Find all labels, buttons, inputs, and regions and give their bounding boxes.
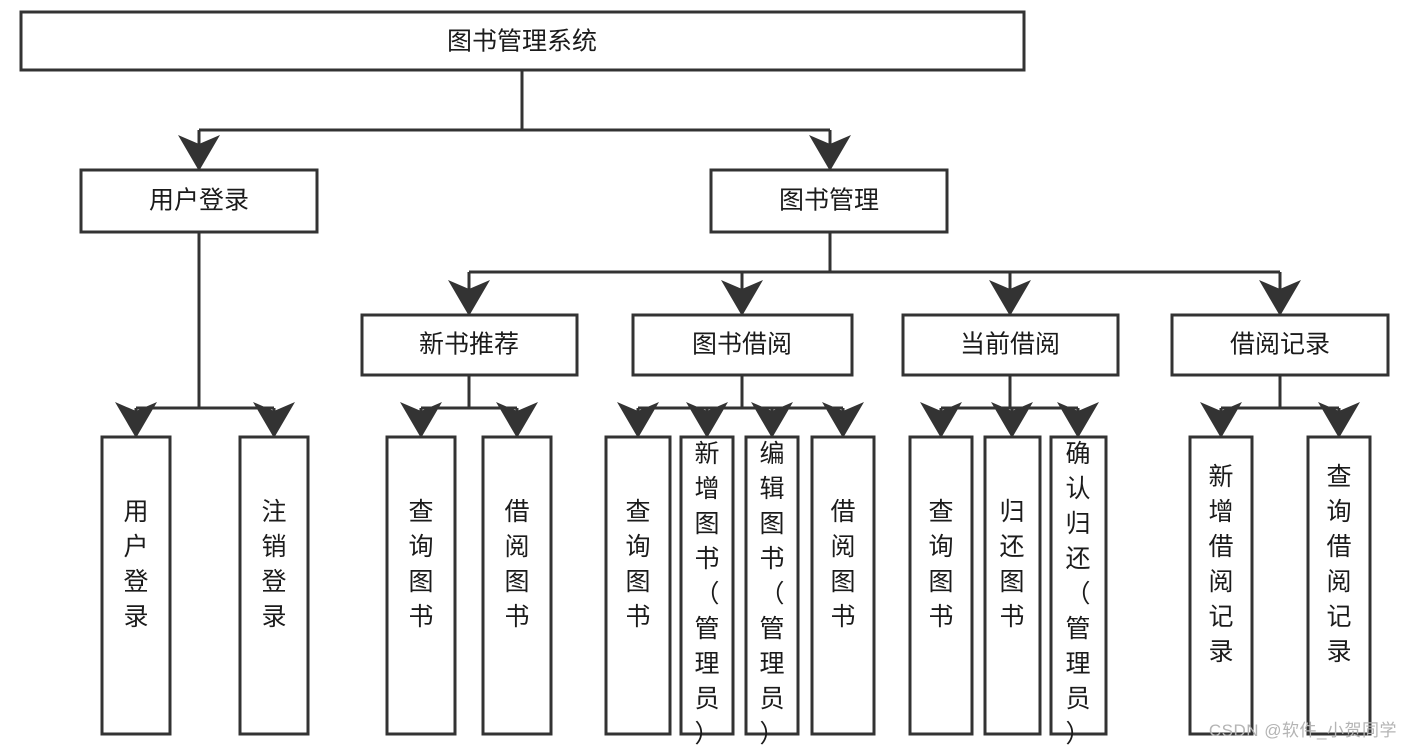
node-root-label: 图书管理系统 bbox=[447, 28, 597, 56]
leaf-return-book-box[interactable] bbox=[983, 435, 1042, 736]
leaf-query-book-recommend[interactable]: 查询图书 bbox=[385, 435, 457, 736]
leaf-query-book-borrow-label: 查询图书 bbox=[625, 498, 650, 631]
node-current-borrow-box[interactable] bbox=[901, 313, 1120, 377]
edges-current-borrow-to-leaves bbox=[920, 375, 1099, 438]
node-borrow-record[interactable]: 借阅记录 bbox=[1170, 313, 1390, 377]
leaf-edit-book-admin-box[interactable] bbox=[744, 435, 800, 736]
node-user-login-box[interactable] bbox=[79, 168, 319, 234]
leaf-add-book-admin-box[interactable] bbox=[679, 435, 735, 736]
leaf-borrow-book-borrow[interactable]: 借阅图书 bbox=[810, 435, 876, 736]
leaf-return-book-label: 归还图书 bbox=[999, 498, 1024, 631]
node-borrow-record-box[interactable] bbox=[1170, 313, 1390, 377]
leaf-query-book-recommend-label: 查询图书 bbox=[408, 498, 433, 631]
leaf-edit-book-admin[interactable]: 编辑图书（管理员） bbox=[744, 435, 800, 747]
node-root-box[interactable] bbox=[19, 10, 1026, 72]
leaf-query-borrow-record-box[interactable] bbox=[1306, 435, 1372, 736]
leaf-query-book-current-label: 查询图书 bbox=[928, 498, 953, 631]
leaf-borrow-book-borrow-label: 借阅图书 bbox=[830, 498, 855, 631]
leaf-confirm-return-admin-label: 确认归还（管理员） bbox=[1065, 440, 1090, 747]
node-current-borrow[interactable]: 当前借阅 bbox=[901, 313, 1120, 377]
leaf-confirm-return-admin[interactable]: 确认归还（管理员） bbox=[1049, 435, 1108, 747]
leaf-borrow-book-recommend-label: 借阅图书 bbox=[504, 498, 529, 631]
node-book-management-box[interactable] bbox=[709, 168, 949, 234]
node-current-borrow-label: 当前借阅 bbox=[960, 331, 1060, 359]
leaf-add-borrow-record-box[interactable] bbox=[1188, 435, 1254, 736]
node-book-borrow-label: 图书借阅 bbox=[692, 331, 792, 359]
leaf-borrow-book-recommend-box[interactable] bbox=[481, 435, 553, 736]
leaf-borrow-book-borrow-box[interactable] bbox=[810, 435, 876, 736]
leaf-query-book-current[interactable]: 查询图书 bbox=[908, 435, 974, 736]
leaf-query-borrow-record-label: 查询借阅记录 bbox=[1326, 463, 1351, 666]
leaf-user-login-label: 用户登录 bbox=[123, 498, 148, 631]
node-user-login-label: 用户登录 bbox=[149, 187, 249, 215]
leaf-query-book-recommend-box[interactable] bbox=[385, 435, 457, 736]
leaf-query-book-current-box[interactable] bbox=[908, 435, 974, 736]
node-book-management-label: 图书管理 bbox=[779, 187, 879, 215]
csdn-watermark: CSDN @软件_小贺同学 bbox=[1208, 721, 1397, 740]
leaf-add-borrow-record-label: 新增借阅记录 bbox=[1208, 463, 1233, 666]
edges-book-mgmt-to-level3 bbox=[448, 232, 1301, 316]
leaf-query-book-borrow-box[interactable] bbox=[604, 435, 672, 736]
leaf-borrow-book-recommend[interactable]: 借阅图书 bbox=[481, 435, 553, 736]
node-borrow-record-label: 借阅记录 bbox=[1230, 331, 1330, 359]
node-new-book-recommend-label: 新书推荐 bbox=[419, 331, 519, 359]
leaf-add-book-admin[interactable]: 新增图书（管理员） bbox=[679, 435, 735, 747]
node-book-borrow-box[interactable] bbox=[631, 313, 854, 377]
leaf-query-borrow-record[interactable]: 查询借阅记录 bbox=[1306, 435, 1372, 736]
node-user-login[interactable]: 用户登录 bbox=[79, 168, 319, 234]
leaf-confirm-return-admin-box[interactable] bbox=[1049, 435, 1108, 736]
leaf-user-login[interactable]: 用户登录 bbox=[100, 435, 172, 736]
leaf-logout-login-label: 注销登录 bbox=[261, 498, 286, 631]
edges-user-login-to-leaves bbox=[115, 232, 295, 438]
edges-new-book-rec-to-leaves bbox=[400, 375, 538, 438]
node-new-book-recommend-box[interactable] bbox=[360, 313, 579, 377]
leaf-logout-login[interactable]: 注销登录 bbox=[238, 435, 310, 736]
leaf-return-book[interactable]: 归还图书 bbox=[983, 435, 1042, 736]
node-new-book-recommend[interactable]: 新书推荐 bbox=[360, 313, 579, 377]
leaf-user-login-box[interactable] bbox=[100, 435, 172, 736]
edges-borrow-record-to-leaves bbox=[1200, 375, 1360, 438]
leaf-logout-login-box[interactable] bbox=[238, 435, 310, 736]
leaf-query-book-borrow[interactable]: 查询图书 bbox=[604, 435, 672, 736]
leaf-add-book-admin-label: 新增图书（管理员） bbox=[694, 440, 719, 747]
leaf-add-borrow-record[interactable]: 新增借阅记录 bbox=[1188, 435, 1254, 736]
node-book-borrow[interactable]: 图书借阅 bbox=[631, 313, 854, 377]
leaf-edit-book-admin-label: 编辑图书（管理员） bbox=[759, 440, 784, 747]
edges-book-borrow-to-leaves bbox=[617, 375, 864, 438]
edges-root-to-level2 bbox=[178, 70, 851, 171]
node-root-book-management-system[interactable]: 图书管理系统 bbox=[19, 10, 1026, 72]
node-book-management[interactable]: 图书管理 bbox=[709, 168, 949, 234]
